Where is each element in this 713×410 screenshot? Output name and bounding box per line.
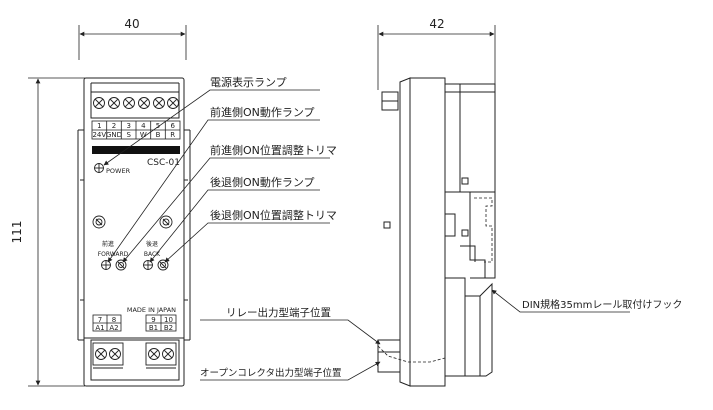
callout-open-collector-terminal: オープンコレクタ出力型端子位置 [200,367,342,379]
front-view [77,77,191,387]
top-terminal-sig-6: R [170,131,175,139]
made-in-label: MADE IN JAPAN [127,306,176,314]
bottom-terminal-num-10: 10 [164,316,173,324]
back-trimmer-icon [157,259,169,271]
din-rail-dashed [377,197,493,363]
top-terminal-sig-4: W [140,131,147,139]
bottom-terminal-num-9: 9 [151,316,155,324]
callout-leaders [103,89,630,381]
top-terminal-sig-3: S [126,131,131,139]
top-terminal-num-1: 1 [97,122,101,130]
callout-power-lamp: 電源表示ランプ [210,75,287,89]
power-label: POWER [106,167,131,175]
top-terminal-num-2: 2 [112,122,116,130]
bottom-screw-terminals [92,342,177,369]
top-terminal-table [91,120,181,140]
top-terminal-num-6: 6 [170,122,175,130]
bottom-terminal-tables [92,314,177,332]
label-strip [92,146,180,154]
top-screw-terminals [93,97,179,109]
callout-forward-on-trimmer: 前進側ON位置調整トリマ [210,143,337,157]
dimension-width-front-label: 40 [124,17,139,31]
forward-trimmer-icon [115,259,127,271]
mounting-screw-icons [92,215,173,229]
back-lamp-icon [143,260,153,270]
forward-jp-label: 前進 [102,240,114,248]
power-lamp-icon [94,163,104,173]
forward-lamp-icon [101,260,111,270]
dimension-width-side [377,25,496,90]
callout-forward-on-lamp: 前進側ON動作ランプ [210,105,315,119]
callout-relay-terminal: リレー出力型端子位置 [226,306,331,319]
dimension-height-label: 111 [10,221,24,244]
top-terminal-num-5: 5 [156,122,160,130]
bottom-terminal-num-8: 8 [112,316,116,324]
dimension-width-front [78,25,187,60]
top-terminal-sig-5: B [156,131,161,139]
model-label: CSC-01 [147,158,180,168]
callout-back-on-trimmer: 後退側ON位置調整トリマ [210,208,337,222]
side-view [377,77,496,387]
bottom-terminal-num-7: 7 [98,316,102,324]
dimension-width-side-label: 42 [429,17,444,31]
top-terminal-num-3: 3 [126,122,130,130]
top-terminal-sig-1: 24V [92,131,106,139]
bottom-terminal-sig-b2: B2 [164,324,173,332]
dimension-height [28,77,85,387]
top-terminal-num-4: 4 [141,122,146,130]
back-jp-label: 後退 [146,240,158,248]
bottom-terminal-sig-a1: A1 [95,324,104,332]
bottom-terminal-sig-a2: A2 [109,324,118,332]
callout-back-on-lamp: 後退側ON動作ランプ [210,175,315,189]
top-terminal-sig-2: GND [106,131,122,139]
back-en-label: BACK [144,251,161,258]
bottom-terminal-sig-b1: B1 [149,324,158,332]
callout-din-hook: DIN規格35mmレール取付けフック [522,298,682,311]
